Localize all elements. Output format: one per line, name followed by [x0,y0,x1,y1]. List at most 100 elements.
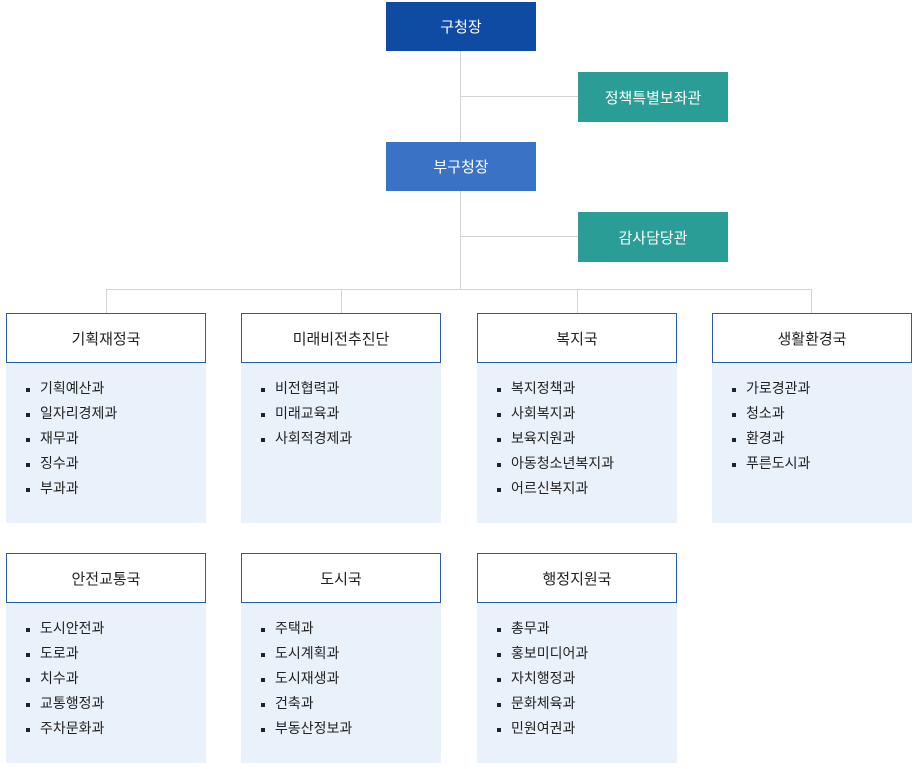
department-item[interactable]: 징수과 [26,455,206,480]
department-item[interactable]: 비전협력과 [261,380,441,405]
bullet-icon [732,413,736,417]
department-item[interactable]: 교통행정과 [26,695,206,720]
policy-advisor-box[interactable]: 정책특별보좌관 [578,72,728,122]
bullet-icon [261,388,265,392]
department-label: 문화체육과 [511,696,576,712]
bullet-icon [497,728,501,732]
bullet-icon [26,388,30,392]
department-label: 치수과 [40,671,79,687]
department-label: 총무과 [511,621,550,637]
bullet-icon [26,413,30,417]
bullet-icon [261,438,265,442]
department-item[interactable]: 도로과 [26,645,206,670]
mayor-box[interactable]: 구청장 [386,2,536,51]
department-label: 재무과 [40,431,79,447]
bullet-icon [261,728,265,732]
bullet-icon [261,628,265,632]
bureau-title[interactable]: 기획재정국 [6,313,206,363]
connector-audit-officer [460,236,578,237]
department-label: 어르신복지과 [511,481,589,497]
bullet-icon [26,628,30,632]
department-item[interactable]: 총무과 [497,620,677,645]
department-item[interactable]: 도시안전과 [26,620,206,645]
department-item[interactable]: 부동산정보과 [261,720,441,745]
department-item[interactable]: 사회복지과 [497,405,677,430]
department-label: 사회복지과 [511,406,576,422]
department-item[interactable]: 미래교육과 [261,405,441,430]
connector-bureau-1 [106,289,107,313]
department-label: 주택과 [275,621,314,637]
department-label: 부동산정보과 [275,721,353,737]
department-item[interactable]: 환경과 [732,430,912,455]
department-label: 민원여권과 [511,721,576,737]
department-item[interactable]: 민원여권과 [497,720,677,745]
department-item[interactable]: 푸른도시과 [732,455,912,480]
department-label: 주차문화과 [40,721,105,737]
bureau-title[interactable]: 안전교통국 [6,553,206,603]
department-label: 사회적경제과 [275,431,353,447]
department-label: 도로과 [40,646,79,662]
connector-deputy-bureaus [460,191,461,290]
department-label: 복지정책과 [511,381,576,397]
bullet-icon [732,463,736,467]
department-item[interactable]: 복지정책과 [497,380,677,405]
bullet-icon [497,628,501,632]
bureau-title[interactable]: 복지국 [477,313,677,363]
department-item[interactable]: 기획예산과 [26,380,206,405]
bullet-icon [261,703,265,707]
bureau-title[interactable]: 미래비전추진단 [241,313,441,363]
department-item[interactable]: 가로경관과 [732,380,912,405]
department-label: 미래교육과 [275,406,340,422]
department-item[interactable]: 도시계획과 [261,645,441,670]
connector-bureau-3 [577,289,578,313]
department-item[interactable]: 문화체육과 [497,695,677,720]
department-item[interactable]: 재무과 [26,430,206,455]
bullet-icon [497,438,501,442]
bullet-icon [497,488,501,492]
department-item[interactable]: 홍보미디어과 [497,645,677,670]
audit-officer-box[interactable]: 감사담당관 [578,212,728,262]
department-item[interactable]: 청소과 [732,405,912,430]
bureau-title[interactable]: 도시국 [241,553,441,603]
department-item[interactable]: 건축과 [261,695,441,720]
deputy-mayor-box[interactable]: 부구청장 [386,142,536,191]
bullet-icon [497,413,501,417]
department-label: 청소과 [746,406,785,422]
department-item[interactable]: 일자리경제과 [26,405,206,430]
department-label: 도시안전과 [40,621,105,637]
bureau-title[interactable]: 생활환경국 [712,313,912,363]
department-item[interactable]: 주택과 [261,620,441,645]
department-label: 기획예산과 [40,381,105,397]
department-item[interactable]: 사회적경제과 [261,430,441,455]
bureau-title[interactable]: 행정지원국 [477,553,677,603]
department-label: 보육지원과 [511,431,576,447]
department-label: 징수과 [40,456,79,472]
department-label: 비전협력과 [275,381,340,397]
department-label: 건축과 [275,696,314,712]
department-item[interactable]: 부과과 [26,480,206,505]
department-label: 도시재생과 [275,671,340,687]
department-item[interactable]: 치수과 [26,670,206,695]
bullet-icon [26,703,30,707]
connector-bureau-4 [811,289,812,313]
department-label: 교통행정과 [40,696,105,712]
department-item[interactable]: 주차문화과 [26,720,206,745]
bullet-icon [497,678,501,682]
department-label: 환경과 [746,431,785,447]
department-item[interactable]: 아동청소년복지과 [497,455,677,480]
department-item[interactable]: 보육지원과 [497,430,677,455]
bullet-icon [261,653,265,657]
department-item[interactable]: 도시재생과 [261,670,441,695]
bullet-icon [261,413,265,417]
connector-policy-advisor [460,96,578,97]
connector-bureau-2 [341,289,342,313]
department-item[interactable]: 어르신복지과 [497,480,677,505]
department-item[interactable]: 자치행정과 [497,670,677,695]
